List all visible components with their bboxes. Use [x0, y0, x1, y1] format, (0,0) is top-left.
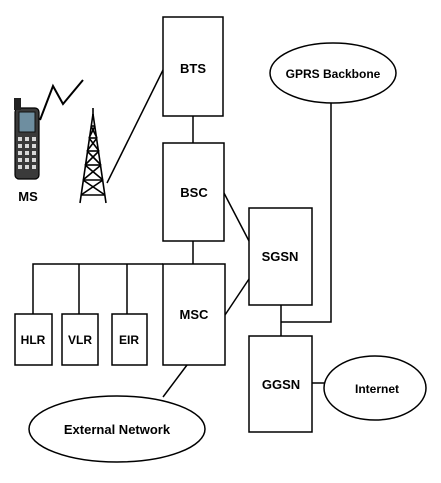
- ms-label: MS: [18, 189, 38, 204]
- external-network-label: External Network: [64, 422, 171, 437]
- link-sgsn-gprs-backbone: [281, 103, 332, 323]
- ggsn-node: GGSN: [248, 335, 313, 433]
- internet-label: Internet: [355, 382, 399, 396]
- lightning-bolt-icon: [39, 79, 84, 121]
- vlr-label: VLR: [68, 333, 92, 347]
- bsc-node: BSC: [162, 142, 225, 242]
- gprs-backbone-label: GPRS Backbone: [286, 67, 381, 81]
- sgsn-label: SGSN: [262, 249, 299, 264]
- cell-tower-icon: [79, 108, 107, 204]
- msc-node: MSC: [162, 263, 226, 366]
- vlr-node: VLR: [61, 313, 99, 366]
- mobile-phone-icon: [14, 98, 40, 180]
- hlr-label: HLR: [21, 333, 46, 347]
- bts-node: BTS: [162, 16, 224, 117]
- bsc-label: BSC: [180, 185, 208, 200]
- eir-label: EIR: [119, 333, 139, 347]
- bts-label: BTS: [180, 61, 206, 76]
- eir-node: EIR: [111, 313, 148, 366]
- gprs-backbone-cloud: GPRS Backbone: [269, 42, 397, 104]
- bus-msc-registers: [32, 263, 163, 314]
- external-network-cloud: External Network: [28, 395, 206, 463]
- link-bsc-sgsn: [223, 192, 250, 242]
- connections: [32, 69, 332, 398]
- link-msc-sgsn: [224, 278, 250, 316]
- link-msc-external-network: [162, 364, 188, 398]
- internet-cloud: Internet: [323, 355, 427, 421]
- ggsn-label: GGSN: [262, 377, 300, 392]
- hlr-node: HLR: [14, 313, 53, 366]
- sgsn-node: SGSN: [248, 207, 313, 306]
- link-bts-tower: [106, 69, 164, 184]
- msc-label: MSC: [180, 307, 210, 322]
